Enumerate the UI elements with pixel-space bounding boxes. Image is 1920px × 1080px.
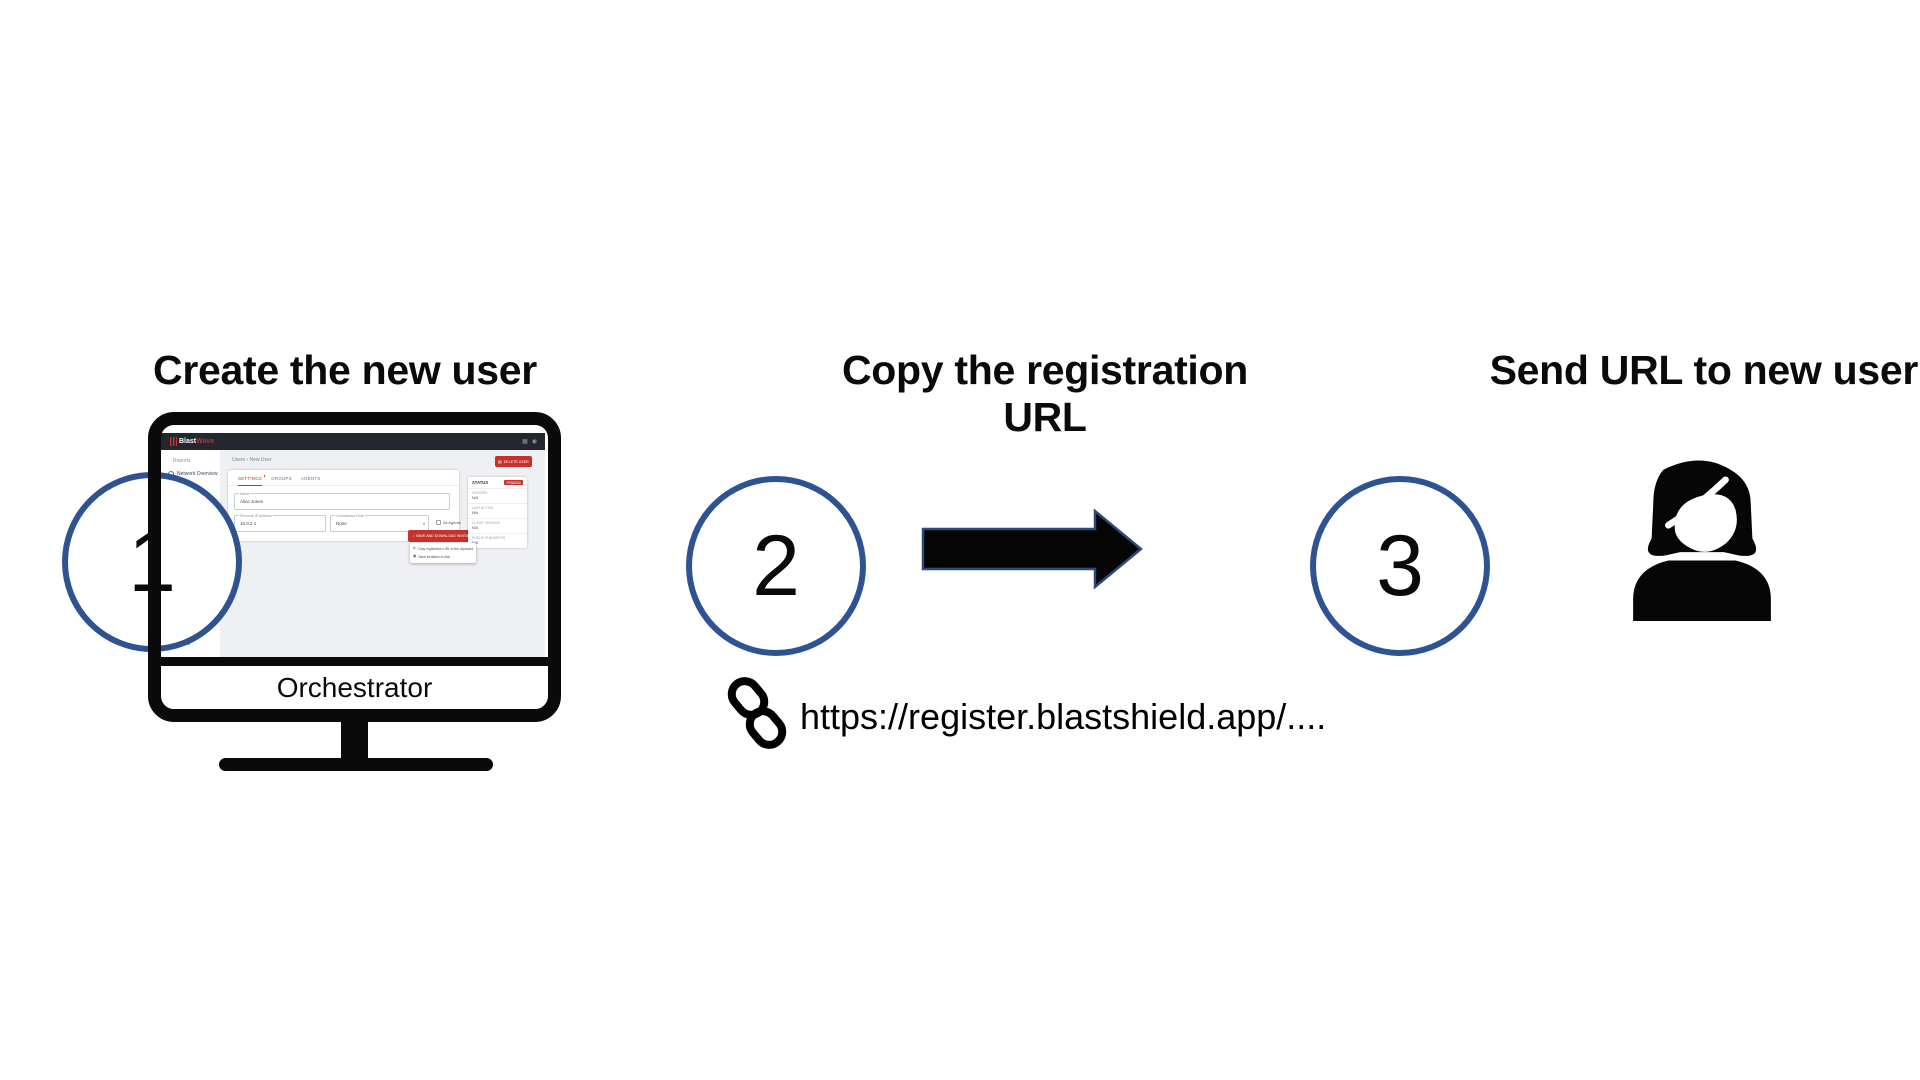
orchestrator-role-select[interactable]: Orchestrator Role None ▾ [330, 513, 429, 532]
status-row-created: CREATED N/A [468, 488, 527, 503]
save-and-download-invitation-button[interactable]: ↓ SAVE AND DOWNLOAD INVITATION [408, 530, 481, 542]
status-row-last-active: LAST ACTIVE N/A [468, 503, 527, 518]
menu-item-copy-registration-url[interactable]: ⧉ Copy registration URL to the clipboard [413, 546, 474, 551]
step1-circle: 1 [62, 472, 242, 652]
status-row-public-ip: PUBLIC IP ADDRESS N/A [468, 533, 527, 548]
download-icon: ↓ [412, 533, 414, 538]
monitor-stand-base [219, 758, 493, 771]
step3-title: Send URL to new user [1489, 347, 1919, 393]
account-icon[interactable]: ◉ [531, 438, 537, 445]
orchestrator-topbar: Blast Wave ▦ ◉ [161, 433, 545, 450]
delete-user-button[interactable]: ▤ DELETE USER [495, 456, 532, 467]
breadcrumb: Users › New User [232, 457, 272, 463]
brand-word-wave: Wave [196, 438, 215, 445]
form-tabs: SETTINGS GROUPS AGENTS [228, 470, 459, 486]
user-form-card: SETTINGS GROUPS AGENTS Name Alice Jones … [228, 470, 461, 541]
registration-url: https://register.blastshield.app/.... [800, 696, 1327, 737]
personal-ip-field[interactable]: Personal IP Address 10.0.2.1 [234, 513, 326, 532]
status-row-client-version: CLIENT VERSION N/A [468, 518, 527, 533]
tab-agents[interactable]: AGENTS [300, 476, 321, 481]
tab-groups[interactable]: GROUPS [271, 476, 292, 481]
step2-circle: 2 [686, 476, 866, 656]
brand-word-blast: Blast [179, 438, 197, 445]
orchestrator-screenshot: Blast Wave ▦ ◉ Reports Network Overview … [161, 425, 545, 657]
step1-title: Create the new user [153, 347, 537, 393]
sidebar-section-reports[interactable]: Reports [173, 458, 191, 464]
tab-settings[interactable]: SETTINGS [238, 475, 266, 486]
step3-circle: 3 [1310, 476, 1490, 656]
flow-arrow-icon [921, 508, 1143, 590]
all-agents-checkbox-row: All Agents [436, 520, 461, 525]
status-badge: PENDING [504, 480, 523, 485]
save-icon: ▣ [413, 554, 417, 559]
unsaved-indicator-dot [263, 475, 266, 477]
name-field[interactable]: Name Alice Jones [234, 491, 450, 510]
all-agents-checkbox[interactable] [436, 520, 441, 525]
menu-item-save-invitation[interactable]: ▣ Save invitation to disk [413, 554, 451, 559]
monitor-stand-neck [341, 720, 368, 760]
status-panel-title: STATUS [472, 480, 489, 485]
copy-icon: ⧉ [413, 546, 416, 551]
apps-grid-icon[interactable]: ▦ [522, 438, 528, 445]
link-icon [727, 677, 787, 749]
save-options-menu: ⧉ Copy registration URL to the clipboard… [410, 543, 476, 563]
dropdown-arrow-icon: ▾ [422, 521, 425, 526]
trash-icon: ▤ [498, 458, 502, 464]
status-panel: STATUS PENDING CREATED N/A LAST ACTIVE N… [468, 477, 527, 548]
step2-title: Copy the registration URL [841, 347, 1249, 440]
woman-user-icon [1633, 460, 1771, 621]
monitor-separator [161, 657, 548, 666]
orchestrator-content: Users › New User ▤ DELETE USER SETTINGS … [220, 450, 545, 657]
blastwave-logo-icon [170, 437, 177, 446]
monitor-label: Orchestrator [161, 666, 548, 709]
